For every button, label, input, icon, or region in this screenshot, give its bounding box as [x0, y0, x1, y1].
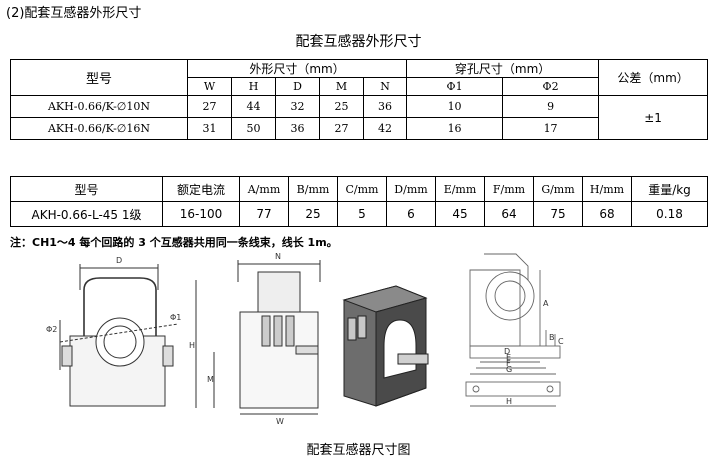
value-cell: 0.18 [631, 201, 708, 227]
value-cell: 42 [362, 117, 408, 140]
label-c: C [558, 337, 564, 346]
value-cell: 16 [406, 117, 504, 140]
model-cell: AKH-0.66/K-∅16N [10, 117, 188, 140]
value-cell: 75 [533, 201, 583, 227]
label-b: B [549, 333, 555, 342]
col-header: M [319, 77, 364, 96]
ct-dimension-drawing: D Φ2 Φ1 N H M W A B C D E F G H [46, 252, 564, 426]
table-title: 配套互感器外形尺寸 [295, 34, 422, 50]
value-cell: 36 [275, 117, 320, 140]
col-header: 重量/kg [631, 176, 708, 202]
col-header: D/mm [386, 176, 436, 202]
col-header: 型号 [10, 176, 163, 202]
col-header: H/mm [582, 176, 632, 202]
table-row: AKH-0.66-L-45 1级 16-100 77 25 5 6 45 64 … [10, 201, 708, 227]
value-cell: 32 [275, 95, 320, 118]
col-header: 额定电流 [162, 176, 240, 202]
label-phi2: Φ2 [46, 325, 57, 334]
label-d2: D [504, 347, 510, 356]
table-row: AKH-0.66/K-∅16N 31 50 36 27 42 16 17 [10, 117, 708, 140]
side-view [195, 260, 321, 415]
col-header: B/mm [288, 176, 338, 202]
tolerance-header: 公差（mm） [598, 59, 709, 96]
label-d: D [116, 256, 122, 265]
col-header: F/mm [484, 176, 534, 202]
section-heading: (2)配套互感器外形尺寸 [6, 6, 142, 21]
col-header: A/mm [239, 176, 289, 202]
col-header: D [275, 77, 320, 96]
tolerance-cell: ±1 [598, 95, 709, 140]
col-header: W [187, 77, 232, 96]
label-phi1: Φ1 [170, 313, 181, 322]
col-header: Φ2 [502, 77, 600, 96]
label-a: A [543, 299, 549, 308]
technical-view [465, 253, 561, 407]
value-cell: 5 [337, 201, 387, 227]
value-cell: 45 [435, 201, 485, 227]
col-header: G/mm [533, 176, 583, 202]
label-h2: H [506, 397, 512, 406]
value-cell: 50 [231, 117, 276, 140]
table-row: AKH-0.66/K-∅10N 27 44 32 25 36 10 9 ±1 [10, 95, 709, 140]
dimensions-table: 型号 外形尺寸（mm） 穿孔尺寸（mm） 公差（mm） W H D M N Φ1… [10, 59, 709, 140]
label-h: H [189, 341, 195, 350]
value-cell: 27 [187, 95, 232, 118]
col-header: N [362, 77, 408, 96]
value-cell: 25 [319, 95, 364, 118]
col-header: Φ1 [406, 77, 504, 96]
value-cell: 77 [239, 201, 289, 227]
model-cell: AKH-0.66/K-∅10N [10, 95, 188, 118]
col-header: C/mm [337, 176, 387, 202]
label-n: N [275, 252, 281, 261]
value-cell: 17 [502, 117, 600, 140]
value-cell: 36 [362, 95, 408, 118]
model-header: 型号 [10, 59, 188, 96]
front-view [59, 264, 179, 407]
col-header: H [231, 77, 276, 96]
label-w: W [276, 417, 284, 426]
value-cell: AKH-0.66-L-45 1级 [10, 201, 163, 227]
value-cell: 16-100 [162, 201, 240, 227]
value-cell: 68 [582, 201, 632, 227]
label-m: M [207, 375, 214, 384]
perspective-view [342, 285, 429, 407]
value-cell: 27 [319, 117, 364, 140]
value-cell: 64 [484, 201, 534, 227]
note-text: 注：CH1～4 每个回路的 3 个互感器共用同一条线束，线长 1m。 [10, 236, 338, 249]
value-cell: 9 [502, 95, 600, 118]
value-cell: 6 [386, 201, 436, 227]
drawing-title: 配套互感器尺寸图 [306, 443, 411, 458]
value-cell: 44 [231, 95, 276, 118]
dims-header: 外形尺寸（mm） [186, 59, 408, 78]
value-cell: 31 [187, 117, 232, 140]
value-cell: 10 [406, 95, 504, 118]
label-e: E [506, 353, 511, 362]
col-header: E/mm [435, 176, 485, 202]
label-f: F [506, 359, 511, 368]
value-cell: 25 [288, 201, 338, 227]
hole-header: 穿孔尺寸（mm） [406, 59, 600, 78]
specs-table: 型号 额定电流 A/mm B/mm C/mm D/mm E/mm F/mm G/… [10, 176, 708, 227]
label-g: G [506, 365, 512, 374]
